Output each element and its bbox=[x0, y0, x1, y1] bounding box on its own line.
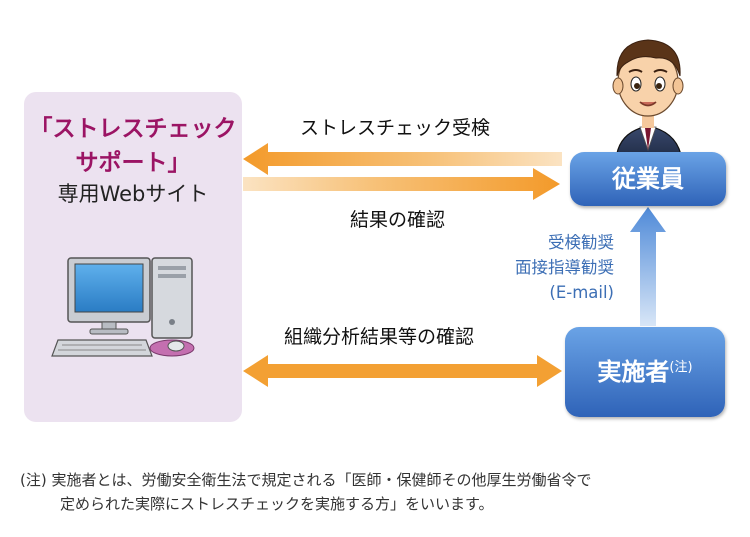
arrow-email-up bbox=[630, 207, 666, 326]
info-line-3: (E-mail) bbox=[549, 283, 614, 302]
info-line-1: 受検勧奨 bbox=[548, 233, 614, 252]
implementer-note-mark: (注) bbox=[669, 360, 693, 375]
arrow-org-analysis bbox=[243, 355, 562, 387]
web-site-panel bbox=[24, 92, 242, 422]
footnote: (注) 実施者とは、労働安全衛生法で規定される「医師・保健師その他厚生労働省令で… bbox=[20, 468, 740, 516]
site-title-line2: サポート」 bbox=[75, 150, 191, 176]
email-notice-text: 受検勧奨 面接指導勧奨 (E-mail) bbox=[458, 230, 614, 305]
computer-icon bbox=[51, 257, 195, 357]
employee-box: 従業員 bbox=[570, 152, 726, 206]
site-title: 「ストレスチェック サポート」 bbox=[24, 112, 242, 180]
arrow-stress-check bbox=[243, 143, 562, 175]
arrow-result-check bbox=[243, 168, 560, 200]
site-subtitle: 専用Webサイト bbox=[57, 182, 209, 206]
employee-person-icon bbox=[612, 39, 684, 161]
footnote-line2: 定められた実際にストレスチェックを実施する方」をいいます。 bbox=[60, 495, 494, 513]
implementer-label: 実施者 bbox=[597, 358, 670, 386]
label-stress-check: ストレスチェック受検 bbox=[300, 117, 491, 139]
site-title-line1: 「ストレスチェック bbox=[29, 116, 237, 142]
footnote-line1: (注) 実施者とは、労働安全衛生法で規定される「医師・保健師その他厚生労働省令で bbox=[20, 471, 592, 489]
label-org-analysis: 組織分析結果等の確認 bbox=[284, 326, 475, 348]
info-line-2: 面接指導勧奨 bbox=[515, 258, 614, 277]
label-result-check: 結果の確認 bbox=[350, 209, 446, 231]
implementer-box: 実施者(注) bbox=[565, 327, 725, 417]
